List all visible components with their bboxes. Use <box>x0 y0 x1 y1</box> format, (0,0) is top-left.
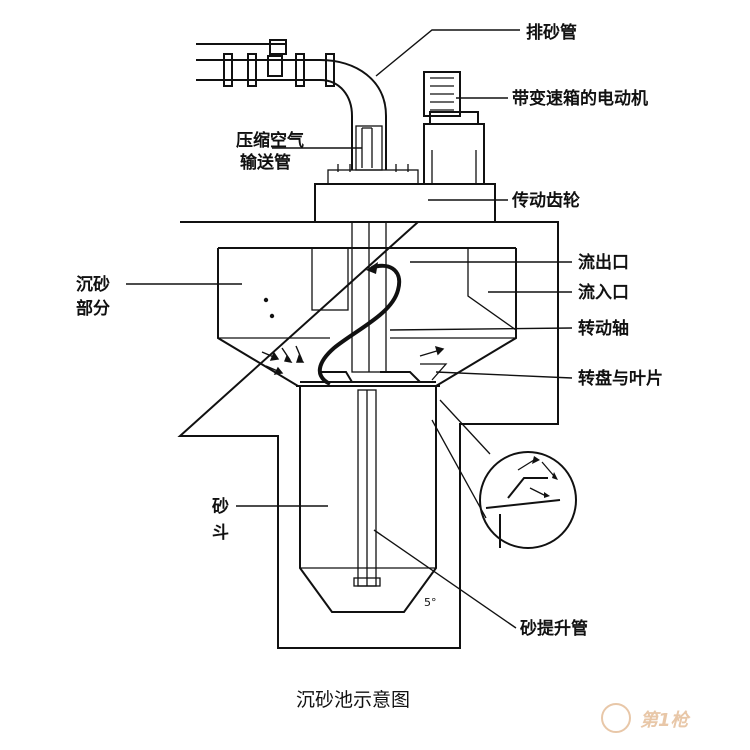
spiral-arrow-head <box>366 262 378 274</box>
label-settling-section-line1: 沉砂 <box>76 274 110 295</box>
label-sand-lift-pipe: 砂提升管 <box>520 618 588 639</box>
inlet-baffle <box>467 248 517 331</box>
pipe-flanges <box>223 39 335 87</box>
label-angle: 5° <box>424 596 437 609</box>
turntable-blade-right <box>420 363 448 381</box>
drive-gear-box <box>314 183 496 223</box>
gear-base-plate <box>327 169 419 185</box>
outlet-channel <box>311 247 349 311</box>
spiral-air-line <box>318 263 402 386</box>
label-compressed-air-line2: 输送管 <box>240 152 291 173</box>
motor-with-gearbox <box>423 71 485 185</box>
label-settling-section-line2: 部分 <box>76 298 110 319</box>
figure-caption: 沉砂池示意图 <box>296 689 410 711</box>
label-sand-discharge-pipe: 排砂管 <box>526 22 577 43</box>
label-sand-hopper-line2: 斗 <box>212 523 229 543</box>
label-turntable-and-blades: 转盘与叶片 <box>578 368 663 389</box>
blade-detail-magnifier <box>431 399 577 549</box>
label-sand-hopper-line1: 砂 <box>212 496 229 517</box>
outer-tank-outline <box>177 221 559 649</box>
label-motor-with-gearbox: 带变速箱的电动机 <box>512 88 648 109</box>
label-compressed-air-line1: 压缩空气 <box>236 130 304 151</box>
label-drive-gear: 传动齿轮 <box>511 190 580 211</box>
detail-arrow-3 <box>529 487 547 497</box>
leader-lines <box>126 29 573 629</box>
label-inlet: 流入口 <box>578 282 629 303</box>
watermark-logo: 第1枪 <box>601 703 692 733</box>
detail-arrow-1 <box>517 459 535 471</box>
gear-base-bolts <box>337 164 409 172</box>
sand-discharge-pipe <box>196 59 387 170</box>
sand-lift-pipe-foot <box>353 577 381 587</box>
svg-text:第1枪: 第1枪 <box>640 710 692 731</box>
detail-arrow-2 <box>541 461 555 477</box>
sand-hopper <box>299 386 437 613</box>
turntable <box>300 371 436 383</box>
label-rotating-shaft: 转动轴 <box>578 318 629 339</box>
label-outlet: 流出口 <box>578 252 629 273</box>
compressed-air-pipe <box>361 127 373 168</box>
flow-arrows <box>261 297 445 375</box>
